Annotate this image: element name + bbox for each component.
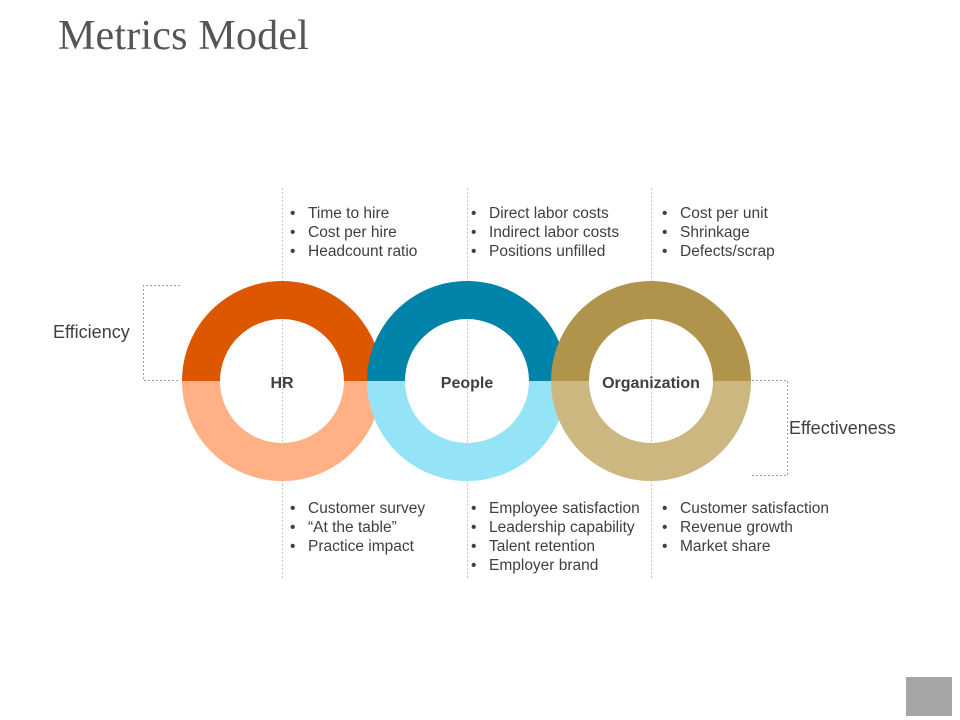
people-efficiency-list: Direct labor costs Indirect labor costs … [466, 204, 619, 261]
ring-label-people: People [441, 375, 494, 392]
ring-people [367, 281, 567, 481]
list-item: Market share [657, 537, 829, 556]
list-item: Talent retention [466, 537, 640, 556]
effectiveness-bracket [752, 380, 788, 476]
list-item: Customer survey [285, 499, 425, 518]
ring-hr-top [182, 281, 382, 381]
list-item: Cost per unit [657, 204, 775, 223]
organization-efficiency-list: Cost per unit Shrinkage Defects/scrap [657, 204, 775, 261]
efficiency-label: Efficiency [53, 322, 130, 342]
people-effectiveness-list: Employee satisfaction Leadership capabil… [466, 499, 640, 575]
ring-hr [182, 281, 382, 481]
list-item: Cost per hire [285, 223, 417, 242]
hr-effectiveness-list: Customer survey “At the table” Practice … [285, 499, 425, 556]
efficiency-bracket [143, 285, 180, 381]
ring-label-hr: HR [270, 375, 294, 392]
list-item: “At the table” [285, 518, 425, 537]
list-item: Revenue growth [657, 518, 829, 537]
list-item: Customer satisfaction [657, 499, 829, 518]
list-item: Positions unfilled [466, 242, 619, 261]
page-title: Metrics Model [58, 13, 310, 59]
ring-organization [551, 281, 751, 481]
list-item: Leadership capability [466, 518, 640, 537]
list-item: Defects/scrap [657, 242, 775, 261]
list-item: Employer brand [466, 556, 640, 575]
ring-people-top [367, 281, 567, 381]
list-item: Direct labor costs [466, 204, 619, 223]
list-item: Indirect labor costs [466, 223, 619, 242]
ring-hr-bottom [182, 381, 382, 481]
hr-efficiency-list: Time to hire Cost per hire Headcount rat… [285, 204, 417, 261]
list-item: Headcount ratio [285, 242, 417, 261]
ring-organization-bottom [551, 381, 751, 481]
ring-people-bottom [367, 381, 567, 481]
organization-effectiveness-list: Customer satisfaction Revenue growth Mar… [657, 499, 829, 556]
list-item: Shrinkage [657, 223, 775, 242]
list-item: Employee satisfaction [466, 499, 640, 518]
ring-organization-top [551, 281, 751, 381]
list-item: Time to hire [285, 204, 417, 223]
ring-label-organization: Organization [602, 375, 700, 392]
list-item: Practice impact [285, 537, 425, 556]
effectiveness-label: Effectiveness [789, 418, 896, 438]
corner-square [906, 677, 952, 716]
